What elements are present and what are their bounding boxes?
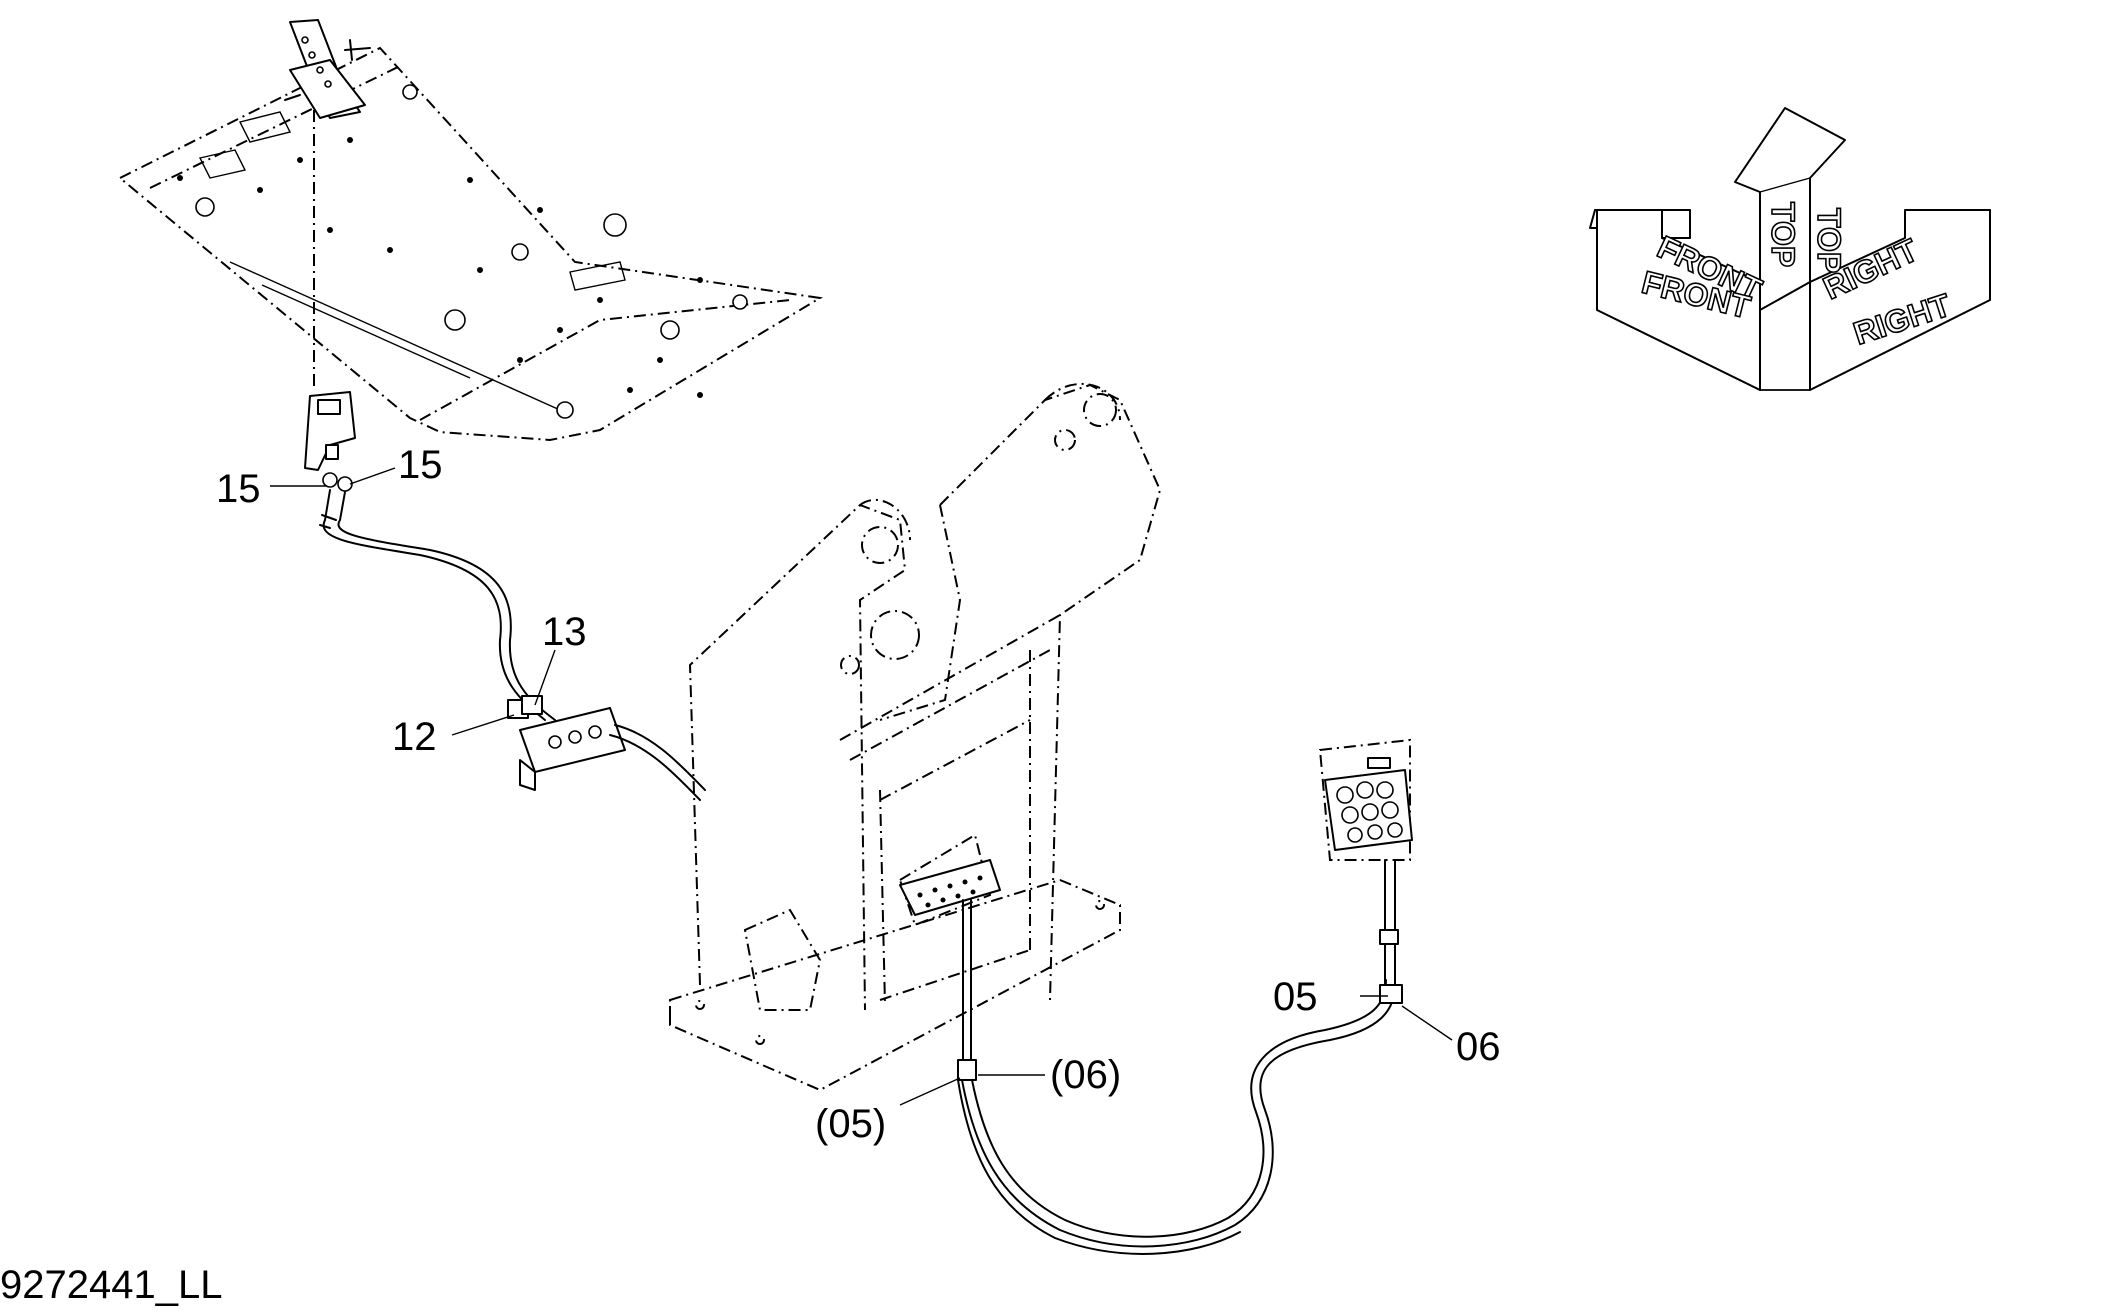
pedal-assembly	[284, 19, 371, 119]
label-top-2: TOP	[1811, 208, 1847, 273]
label-top-1: TOP	[1765, 202, 1801, 267]
callout-15-right: 15	[398, 443, 443, 487]
callout-12: 12	[392, 715, 437, 759]
swing-frame	[669, 383, 1162, 1092]
callout-labels: 15 15 13 12 05 06 (06) (05)	[216, 443, 1501, 1146]
callout-06-paren: (06)	[1050, 1053, 1121, 1097]
floor-plate	[118, 46, 823, 442]
callout-06: 06	[1456, 1025, 1501, 1069]
callout-05-paren: (05)	[815, 1102, 886, 1146]
leader-lines	[270, 467, 1453, 1106]
orientation-symbol: TOP TOP FRONT FRONT RIGHT RIGHT	[1589, 107, 1991, 391]
lower-hoses	[957, 899, 1396, 1255]
upper-hoses	[319, 489, 556, 721]
pilot-valve-bracket	[304, 391, 356, 492]
step-plate	[899, 859, 1001, 916]
connector-manifold	[507, 695, 706, 801]
callout-13: 13	[542, 610, 587, 654]
control-valve	[1318, 738, 1413, 1004]
drawing-id: 9272441_LL	[0, 1263, 223, 1307]
callout-05: 05	[1273, 975, 1318, 1019]
callout-15-left: 15	[216, 467, 261, 511]
